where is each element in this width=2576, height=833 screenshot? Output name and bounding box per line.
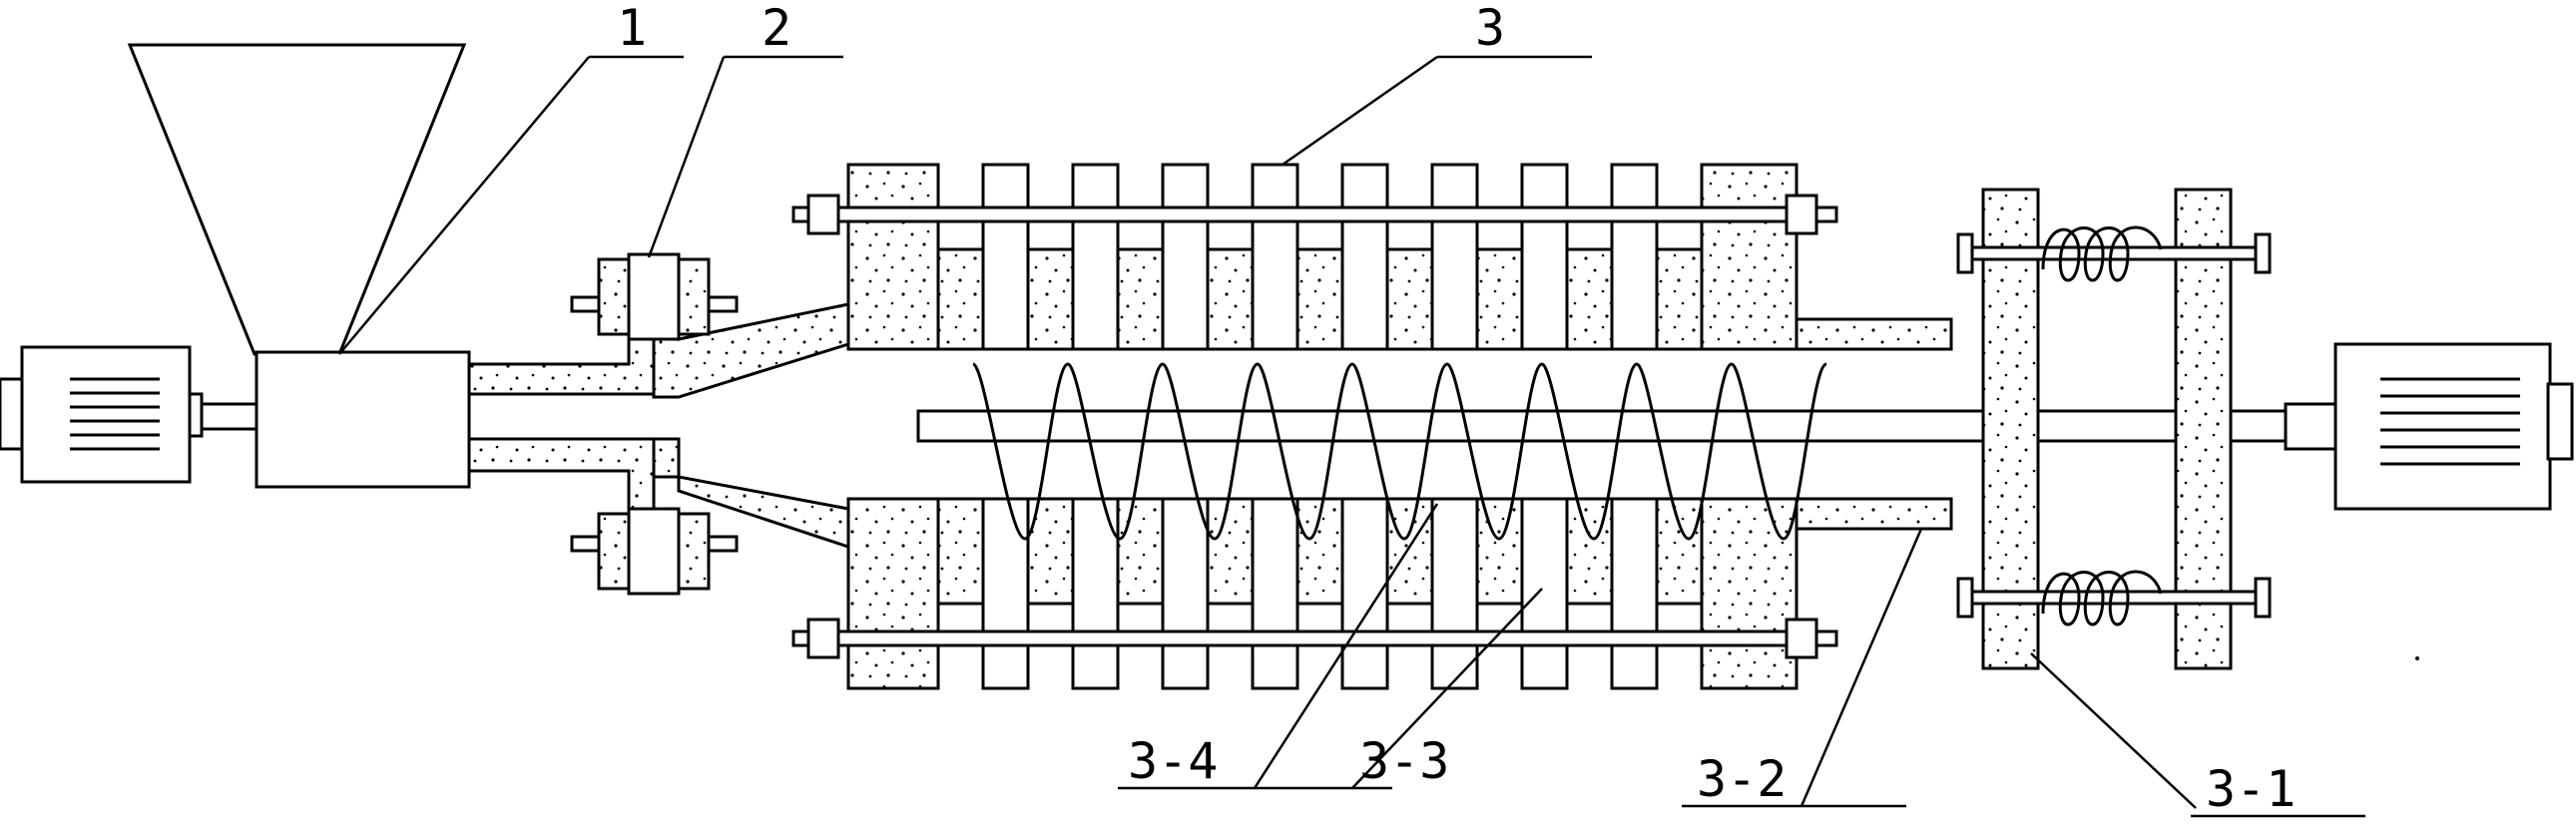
cage-segment [1475, 497, 1524, 606]
lower-cage-bars [936, 497, 1799, 690]
cage-bar [1430, 163, 1479, 351]
cage-segment [1026, 247, 1075, 351]
cage-bar [1610, 163, 1659, 351]
cage-segment [936, 247, 985, 351]
label-3-3: 3-3 [1359, 732, 1449, 790]
label-3-4: 3-4 [1128, 732, 1218, 790]
cage-segment [1206, 247, 1255, 351]
cage-end-block [1700, 163, 1799, 351]
label-3-1: 3-1 [2206, 760, 2296, 818]
cage-segment [936, 497, 985, 606]
screw-flight [971, 362, 1827, 541]
screw-shaft [916, 409, 2288, 443]
cage-bar [1610, 497, 1659, 690]
cage-bar [981, 497, 1030, 690]
cage-bar [1340, 163, 1389, 351]
cage-segment [1475, 247, 1524, 351]
leader-lines [338, 55, 2365, 818]
feed-box [255, 350, 471, 489]
cage-segment [1385, 247, 1434, 351]
cage-bar [1520, 497, 1569, 690]
label-3-2: 3-2 [1697, 750, 1787, 808]
outer-pressure-plate [2174, 188, 2233, 670]
cage-bar [1071, 163, 1120, 351]
cage-segment [1116, 497, 1165, 606]
upper-flange [570, 252, 739, 341]
stray-dot [2415, 656, 2419, 660]
cage-bar [1161, 163, 1210, 351]
part-labels: 1 2 3 3-4 3-3 3-2 3-1 [617, 0, 2296, 818]
left-motor [0, 345, 258, 484]
right-motor [2284, 342, 2574, 511]
cage-segment [1206, 497, 1255, 606]
cage-segment [1655, 247, 1704, 351]
cage-segment [1385, 497, 1434, 606]
cage-bar [981, 163, 1030, 351]
cage-bar [1520, 163, 1569, 351]
label-3: 3 [1475, 0, 1505, 57]
cage-bar [1251, 163, 1299, 351]
cage-segment [1565, 247, 1614, 351]
cage-segment [1295, 247, 1344, 351]
upper-spring-assembly [1956, 225, 2272, 282]
cage-end-block [1700, 497, 1799, 690]
label-1: 1 [617, 0, 647, 57]
inner-pressure-plate [1981, 188, 2040, 670]
lower-flange [570, 507, 739, 596]
upper-tie-rod [791, 194, 1838, 235]
lower-spring-assembly [1956, 570, 2272, 626]
feed-hopper [127, 43, 467, 356]
cage-bar [1251, 497, 1299, 690]
cage-bar [1430, 497, 1479, 690]
label-2: 2 [762, 0, 791, 57]
cage-segment [1655, 497, 1704, 606]
cage-bar [1161, 497, 1210, 690]
cage-segment [1116, 247, 1165, 351]
lower-tie-rod [791, 618, 1838, 659]
upper-cage-bars [936, 163, 1799, 351]
